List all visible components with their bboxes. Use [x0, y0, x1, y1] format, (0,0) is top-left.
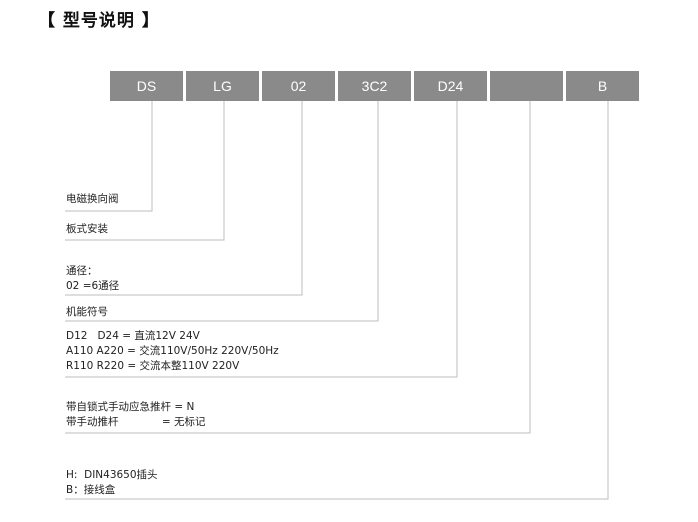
label-mount: 板式安装 [66, 223, 108, 235]
leader-line-connection [65, 101, 609, 500]
code-box-mount: LG [186, 71, 259, 101]
label-manual-1: 带自锁式手动应急推杆 = N [66, 401, 195, 413]
label-valve: 电磁换向阀 [66, 193, 119, 205]
leader-line-bore [65, 101, 303, 296]
label-connection-1: H: DIN43650插头 [66, 469, 158, 481]
leader-line-function [65, 101, 379, 322]
leader-line-voltage [65, 101, 458, 378]
leader-line-mount [65, 101, 225, 241]
leader-line-valve [65, 101, 153, 212]
leader-line-manual [65, 101, 531, 434]
label-manual-2: 带手动推杆 = 无标记 [66, 416, 206, 428]
label-bore-value: 02 =6通径 [66, 280, 120, 292]
code-box-bore: 02 [262, 71, 335, 101]
code-box-function: 3C2 [338, 71, 411, 101]
label-function: 机能符号 [66, 306, 108, 318]
code-box-voltage: D24 [414, 71, 487, 101]
label-voltage-2: A110 A220 = 交流110V/50Hz 220V/50Hz [66, 345, 279, 357]
page-title: 【 型号说明 】 [38, 11, 160, 31]
label-connection-2: B：接线盒 [66, 484, 116, 496]
label-bore-title: 通径： [66, 265, 98, 277]
label-voltage-1: D12 D24 = 直流12V 24V [66, 330, 200, 342]
code-box-manual [490, 71, 563, 101]
code-box-connection: B [566, 71, 639, 101]
code-box-series: DS [110, 71, 183, 101]
label-voltage-3: R110 R220 = 交流本整110V 220V [66, 360, 240, 372]
